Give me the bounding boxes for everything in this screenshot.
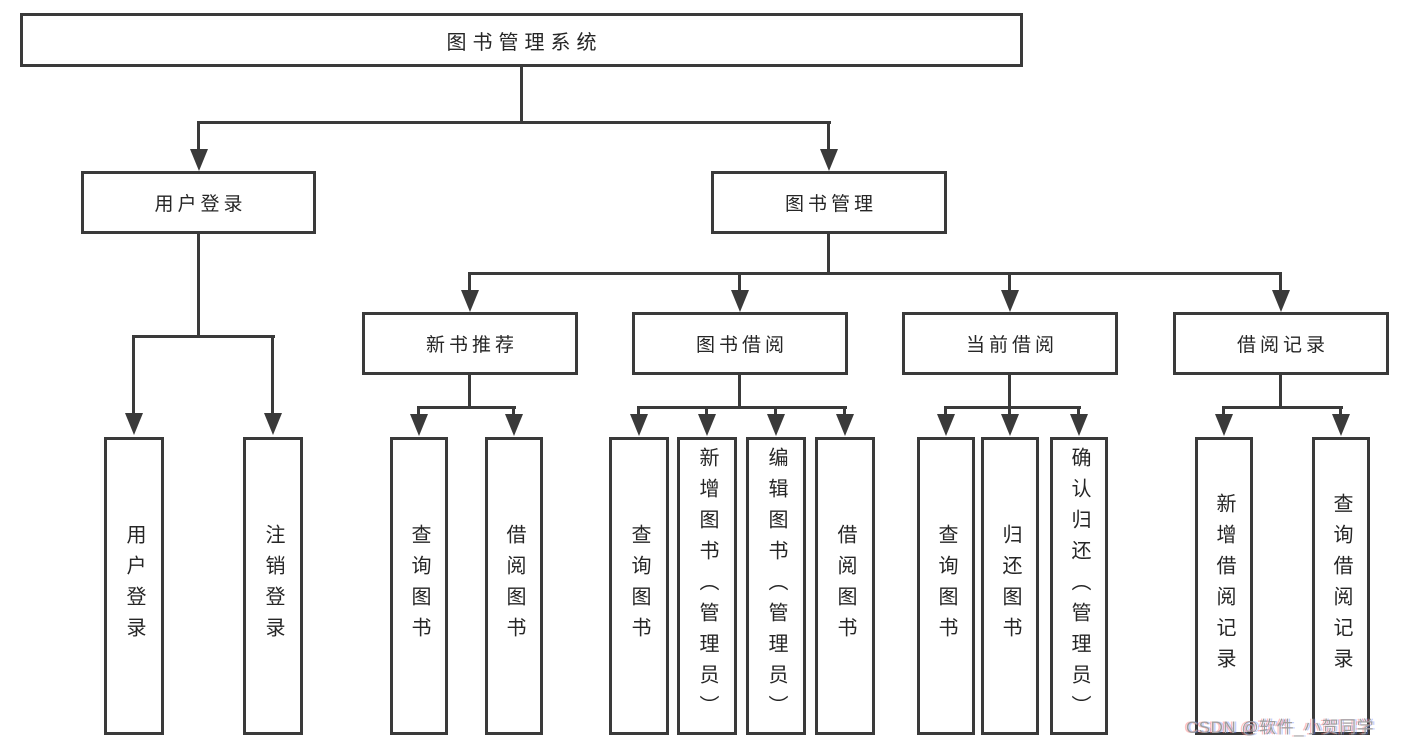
- connector-line: [944, 406, 1081, 409]
- connector-line: [637, 406, 847, 409]
- node-label: 图书借阅: [695, 335, 788, 356]
- arrowhead-down-icon: [1272, 290, 1290, 312]
- arrowhead-down-icon: [731, 290, 749, 312]
- leaf-add-book-admin: 新增图书（管理员）: [677, 437, 737, 735]
- leaf-label: 查询图书: [935, 524, 957, 648]
- leaf-label: 新增图书（管理员）: [696, 446, 718, 726]
- connector-line: [197, 234, 200, 338]
- connector-line: [1339, 406, 1342, 416]
- node-new-book-recommendation: 新书推荐: [362, 312, 578, 375]
- connector-line: [197, 121, 831, 124]
- connector-line: [468, 272, 1282, 275]
- arrowhead-down-icon: [1001, 414, 1019, 436]
- csdn-watermark: CSDN @软件_小贺同学: [1186, 718, 1375, 737]
- connector-line: [417, 406, 420, 416]
- leaf-user-login: 用户登录: [104, 437, 164, 735]
- leaf-edit-book-admin: 编辑图书（管理员）: [746, 437, 806, 735]
- connector-line: [1077, 406, 1080, 416]
- node-book-management: 图书管理: [711, 171, 947, 234]
- arrowhead-down-icon: [264, 413, 282, 435]
- arrowhead-down-icon: [461, 290, 479, 312]
- arrowhead-down-icon: [1001, 290, 1019, 312]
- arrowhead-down-icon: [1332, 414, 1350, 436]
- arrowhead-down-icon: [630, 414, 648, 436]
- connector-line: [705, 406, 708, 416]
- leaf-label: 查询图书: [408, 524, 430, 648]
- connector-line: [827, 234, 830, 275]
- node-current-borrowing: 当前借阅: [902, 312, 1118, 375]
- leaf-label: 归还图书: [999, 524, 1021, 648]
- arrowhead-down-icon: [410, 414, 428, 436]
- connector-line: [417, 406, 516, 409]
- node-label: 图书管理: [784, 194, 877, 215]
- node-label: 当前借阅: [965, 335, 1058, 356]
- connector-line: [197, 121, 200, 149]
- arrowhead-down-icon: [125, 413, 143, 435]
- leaf-query-books-current: 查询图书: [917, 437, 975, 735]
- connector-line: [1008, 272, 1011, 290]
- connector-line: [132, 335, 275, 338]
- arrowhead-down-icon: [1215, 414, 1233, 436]
- connector-line: [1008, 375, 1011, 409]
- leaf-logout: 注销登录: [243, 437, 303, 735]
- connector-line: [271, 335, 274, 413]
- leaf-label: 用户登录: [123, 524, 145, 648]
- arrowhead-down-icon: [937, 414, 955, 436]
- connector-line: [1008, 406, 1011, 416]
- connector-line: [468, 272, 471, 290]
- node-label: 用户登录: [154, 194, 247, 215]
- connector-line: [1222, 406, 1343, 409]
- leaf-query-borrow-record: 查询借阅记录: [1312, 437, 1370, 735]
- leaf-return-books: 归还图书: [981, 437, 1039, 735]
- leaf-query-books-recommend: 查询图书: [390, 437, 448, 735]
- connector-line: [1279, 375, 1282, 409]
- arrowhead-down-icon: [1070, 414, 1088, 436]
- connector-line: [520, 67, 523, 124]
- connector-line: [738, 272, 741, 290]
- node-label: 新书推荐: [425, 335, 518, 356]
- leaf-query-books-borrowing: 查询图书: [609, 437, 669, 735]
- arrowhead-down-icon: [698, 414, 716, 436]
- node-label: 借阅记录: [1236, 335, 1329, 356]
- connector-line: [512, 406, 515, 416]
- leaf-label: 借阅图书: [834, 524, 856, 648]
- connector-line: [827, 121, 830, 149]
- leaf-label: 注销登录: [262, 524, 284, 648]
- connector-line: [944, 406, 947, 416]
- arrowhead-down-icon: [505, 414, 523, 436]
- leaf-borrow-books-borrowing: 借阅图书: [815, 437, 875, 735]
- leaf-label: 查询借阅记录: [1330, 493, 1352, 679]
- arrowhead-down-icon: [820, 149, 838, 171]
- leaf-label: 编辑图书（管理员）: [765, 446, 787, 726]
- node-user-login: 用户登录: [81, 171, 316, 234]
- node-label: 图书管理系统: [446, 31, 603, 54]
- connector-line: [774, 406, 777, 416]
- connector-line: [1222, 406, 1225, 416]
- connector-line: [637, 406, 640, 416]
- arrowhead-down-icon: [767, 414, 785, 436]
- leaf-label: 借阅图书: [503, 524, 525, 648]
- leaf-confirm-return-admin: 确认归还（管理员）: [1050, 437, 1108, 735]
- leaf-add-borrow-record: 新增借阅记录: [1195, 437, 1253, 735]
- arrowhead-down-icon: [190, 149, 208, 171]
- leaf-label: 新增借阅记录: [1213, 493, 1235, 679]
- arrowhead-down-icon: [836, 414, 854, 436]
- connector-line: [738, 375, 741, 409]
- leaf-label: 确认归还（管理员）: [1068, 446, 1090, 726]
- connector-line: [468, 375, 471, 409]
- connector-line: [843, 406, 846, 416]
- node-library-management-system: 图书管理系统: [20, 13, 1023, 67]
- leaf-label: 查询图书: [628, 524, 650, 648]
- node-borrowing-records: 借阅记录: [1173, 312, 1389, 375]
- node-book-borrowing: 图书借阅: [632, 312, 848, 375]
- connector-line: [132, 335, 135, 413]
- leaf-borrow-books-recommend: 借阅图书: [485, 437, 543, 735]
- connector-line: [1279, 272, 1282, 290]
